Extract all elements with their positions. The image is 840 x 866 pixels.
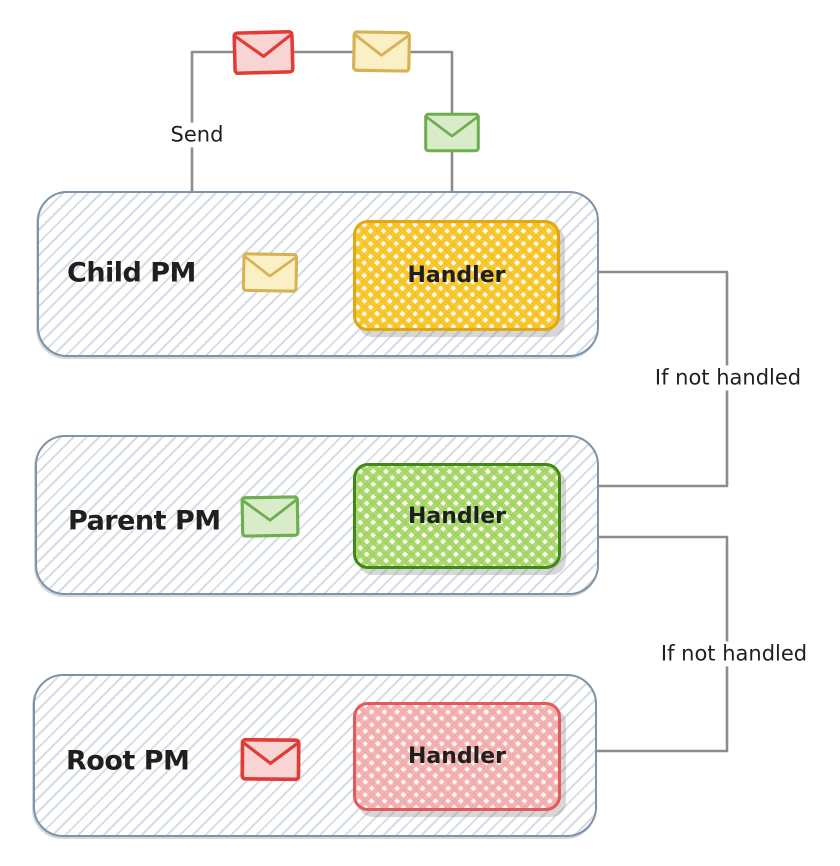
- yellow-envelope-icon: [352, 30, 411, 73]
- root-handler-label: Handler: [408, 744, 506, 769]
- red-envelope-icon: [232, 30, 295, 75]
- if-not-handled-label-top: If not handled: [649, 365, 807, 391]
- parent-pm-label: Parent PM: [68, 505, 221, 537]
- root-inbox-red-envelope-icon: [240, 737, 301, 782]
- child-handler-label: Handler: [407, 263, 506, 288]
- parent-handler-label: Handler: [408, 503, 506, 529]
- parent-handler-box: Handler: [353, 463, 561, 569]
- child-handler-box: Handler: [353, 220, 560, 331]
- send-label: Send: [165, 122, 229, 148]
- green-envelope-icon: [424, 112, 480, 153]
- root-pm-label: Root PM: [66, 745, 190, 777]
- send-path-line: [190, 50, 454, 214]
- child-inbox-yellow-envelope-icon: [241, 252, 299, 293]
- root-handler-box: Handler: [353, 702, 561, 811]
- if-not-handled-label-bottom: If not handled: [655, 641, 813, 667]
- parent-inbox-green-envelope-icon: [240, 495, 300, 538]
- child-pm-label: Child PM: [67, 257, 196, 289]
